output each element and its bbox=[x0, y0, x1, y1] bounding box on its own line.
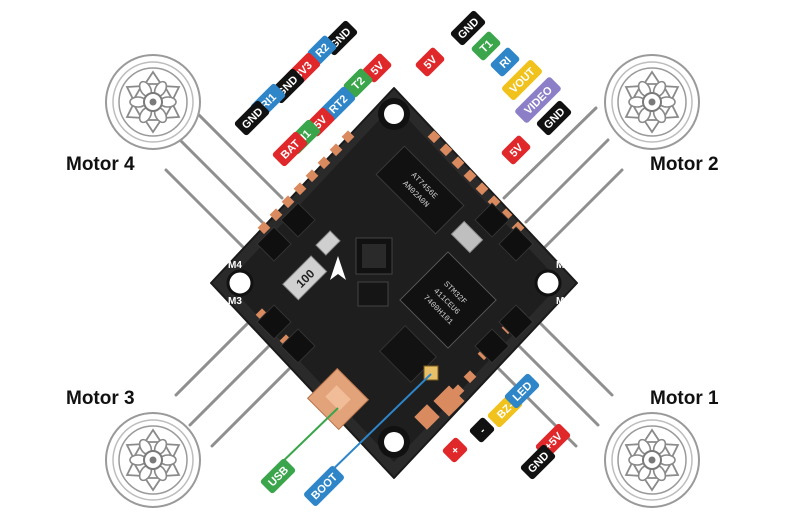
pin-tag-bg bbox=[471, 31, 501, 61]
motor-4-icon bbox=[105, 54, 201, 150]
pin-tag-bg bbox=[304, 466, 344, 506]
pin-tag-bg bbox=[520, 444, 556, 480]
pin-tag-bg bbox=[501, 135, 531, 165]
pin-tag-bg bbox=[343, 68, 373, 98]
pin-tag-bg bbox=[320, 86, 356, 122]
pin-tag-bg bbox=[442, 437, 468, 463]
pin-tag-left-r2: R2 bbox=[307, 35, 337, 65]
mcu-chip: STM32F 411CEU6 7400H101 bbox=[399, 251, 497, 349]
boot-leader bbox=[321, 373, 432, 481]
pad-label-m4: M4 bbox=[228, 260, 242, 271]
motor-1-icon bbox=[604, 412, 700, 508]
pin-tag-bg bbox=[260, 458, 296, 494]
pin-tag-bottom_right-: - bbox=[469, 417, 495, 443]
motor-2-icon bbox=[604, 54, 700, 150]
usb-leader bbox=[275, 407, 339, 469]
pin-tag-left-5v: 5V bbox=[362, 53, 392, 83]
pin-tag-right-gnd: GND bbox=[536, 100, 572, 136]
pin-tag-bg bbox=[272, 131, 308, 167]
pin-tag-right-5v: 5V bbox=[415, 47, 445, 77]
pin-tag-right-ri: RI bbox=[490, 47, 520, 77]
usb-connector bbox=[306, 367, 370, 431]
mount-hole-left bbox=[226, 269, 254, 297]
pin-tag-bg bbox=[307, 35, 337, 65]
pin-tag-right-t1: T1 bbox=[471, 31, 501, 61]
pad-label-m2: M2 bbox=[556, 260, 570, 271]
motor-2-label: Motor 2 bbox=[650, 154, 719, 175]
pin-tag-label: - bbox=[477, 425, 488, 436]
motor-3-icon bbox=[105, 412, 201, 508]
pin-tag-bg bbox=[362, 53, 392, 83]
pin-tag-bg bbox=[515, 77, 561, 123]
pin-tag-bg bbox=[469, 417, 495, 443]
crystal bbox=[450, 220, 484, 254]
motor-1-label: Motor 1 bbox=[650, 388, 719, 409]
pin-tag-bottom_left-usb: USB bbox=[260, 458, 296, 494]
pin-tag-bg bbox=[504, 373, 540, 409]
pin-tag-bottom_right-: + bbox=[442, 437, 468, 463]
pin-tag-bg bbox=[536, 100, 572, 136]
pin-tag-bg bbox=[490, 47, 520, 77]
pin-tag-left-t2: T2 bbox=[343, 68, 373, 98]
pin-tag-bg bbox=[502, 60, 542, 100]
pin-tag-bg bbox=[234, 100, 270, 136]
mount-hole-right bbox=[534, 269, 562, 297]
motor-4-label: Motor 4 bbox=[66, 154, 135, 175]
esc-mosfets bbox=[256, 202, 534, 364]
arrow-logo-icon bbox=[330, 256, 346, 280]
gyro-chip bbox=[355, 237, 393, 275]
motor-3-label: Motor 3 bbox=[66, 388, 135, 409]
pin-tag-bottom_left-boot: BOOT bbox=[304, 466, 344, 506]
flight-controller-board: AT7456E AN02A0N STM32F 411CEU6 7400H101 … bbox=[210, 87, 578, 479]
regulator bbox=[357, 281, 389, 307]
pad-label-m3: M3 bbox=[228, 296, 242, 307]
pad-label-m1: M1 bbox=[556, 296, 570, 307]
pin-tag-bg bbox=[450, 10, 486, 46]
pin-tag-bg bbox=[415, 47, 445, 77]
resistor-100: 100 bbox=[282, 255, 328, 301]
capacitor bbox=[315, 230, 341, 256]
bottom-pads bbox=[414, 385, 465, 430]
pin-tag-right-5v: 5V bbox=[501, 135, 531, 165]
